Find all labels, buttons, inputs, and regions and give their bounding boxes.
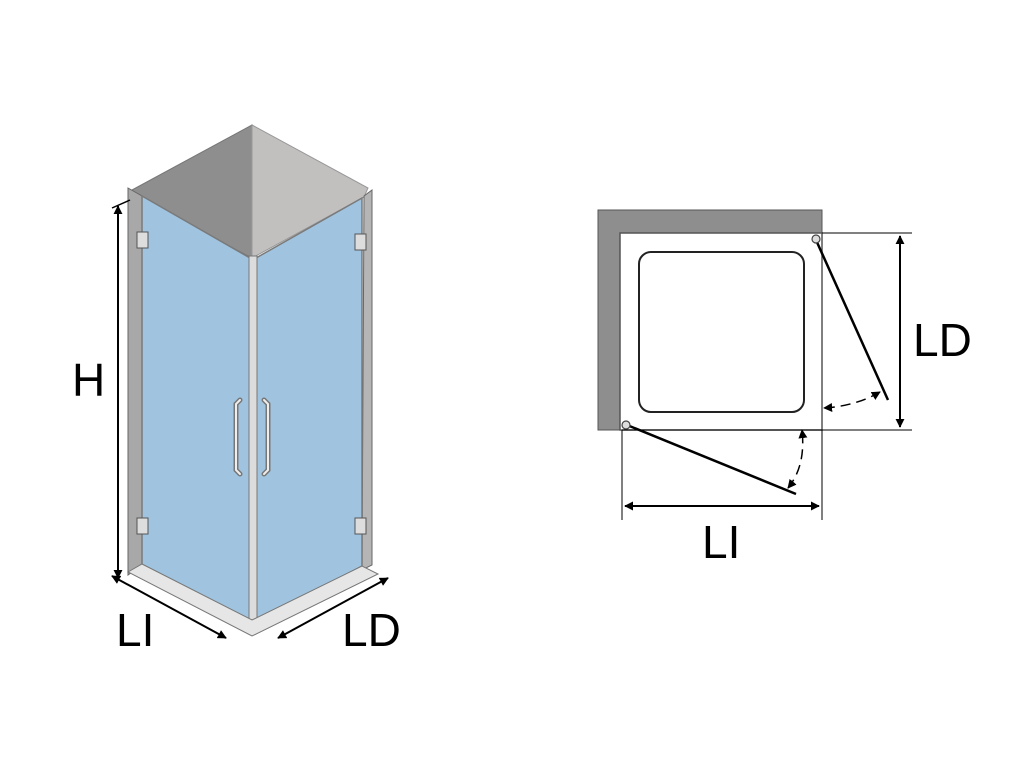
- plan-left-width-label: LI: [702, 516, 740, 568]
- center-post: [248, 255, 258, 627]
- hinge-icon: [136, 231, 149, 249]
- plan-view: LD LI: [597, 209, 972, 568]
- plan-door-left: [626, 423, 797, 496]
- plan-swing-arc-left: [787, 429, 808, 489]
- right-width-label: LD: [342, 604, 401, 656]
- height-label: H: [72, 354, 105, 406]
- plan-pivot-icon: [621, 420, 631, 430]
- right-glass-door: [255, 196, 363, 624]
- plan-pivot-icon: [811, 234, 821, 244]
- left-width-dimension-line: [111, 575, 227, 639]
- left-width-label: LI: [116, 604, 154, 656]
- right-width-dimension-line: [277, 577, 389, 639]
- plan-swing-arc-right: [823, 391, 881, 412]
- door-handle-left-inner: [235, 399, 241, 475]
- hinge-icon: [354, 517, 367, 535]
- isometric-view: H LI LD: [72, 124, 401, 656]
- door-handle-right-inner: [263, 399, 269, 475]
- plan-door-right: [814, 239, 890, 401]
- plan-tray-basin: [638, 251, 805, 413]
- hinge-icon: [354, 233, 367, 251]
- shower-tray: [126, 563, 380, 637]
- plan-right-depth-label: LD: [913, 314, 972, 366]
- hinge-icon: [136, 517, 149, 535]
- height-extension-top: [111, 199, 131, 209]
